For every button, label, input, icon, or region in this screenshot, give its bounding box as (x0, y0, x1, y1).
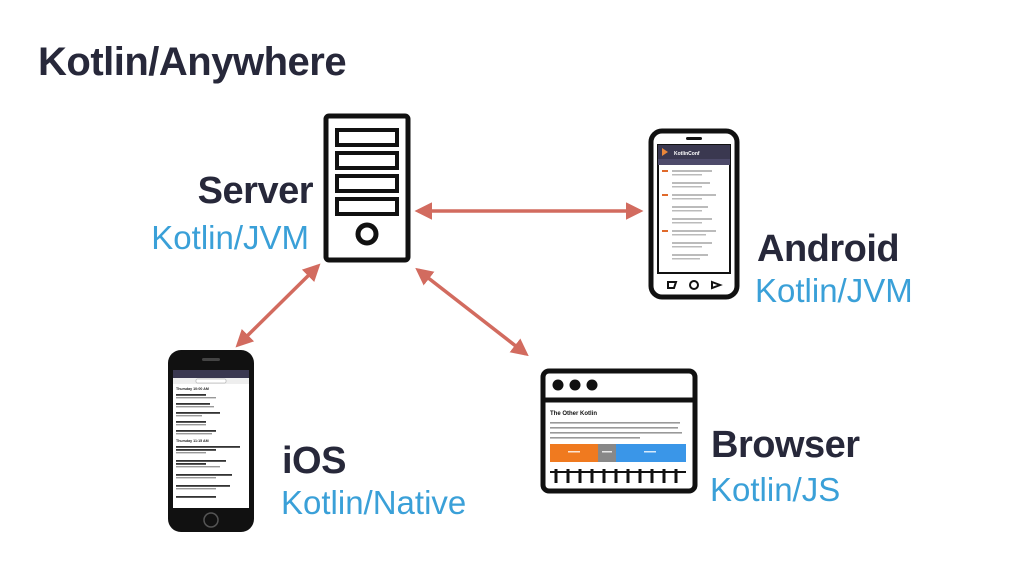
android-app-title: KotlinConf (674, 151, 700, 157)
ios-section-2: Thursday 11:15 AM (176, 439, 209, 443)
arrow-server-browser (415, 267, 529, 357)
browser-platform: Kotlin/JS (710, 471, 841, 508)
android-platform: Kotlin/JVM (755, 272, 913, 309)
page-title: Kotlin/Anywhere (38, 40, 347, 84)
server-label: Server (197, 170, 314, 212)
browser-heading: The Other Kotlin (550, 411, 597, 417)
ios-label: iOS (282, 440, 346, 482)
server-platform: Kotlin/JVM (151, 219, 309, 256)
iphone-icon: Thursday 10:00 AM Thursday 11:15 AM (166, 348, 256, 539)
android-phone-icon: KotlinConf (648, 128, 740, 305)
ios-platform: Kotlin/Native (281, 484, 467, 521)
ios-section-1: Thursday 10:00 AM (176, 387, 209, 391)
android-label: Android (757, 228, 900, 270)
browser-label: Browser (711, 424, 860, 466)
server-icon (322, 112, 412, 269)
arrow-server-ios (235, 263, 321, 348)
browser-window-icon: The Other Kotlin (540, 368, 698, 499)
